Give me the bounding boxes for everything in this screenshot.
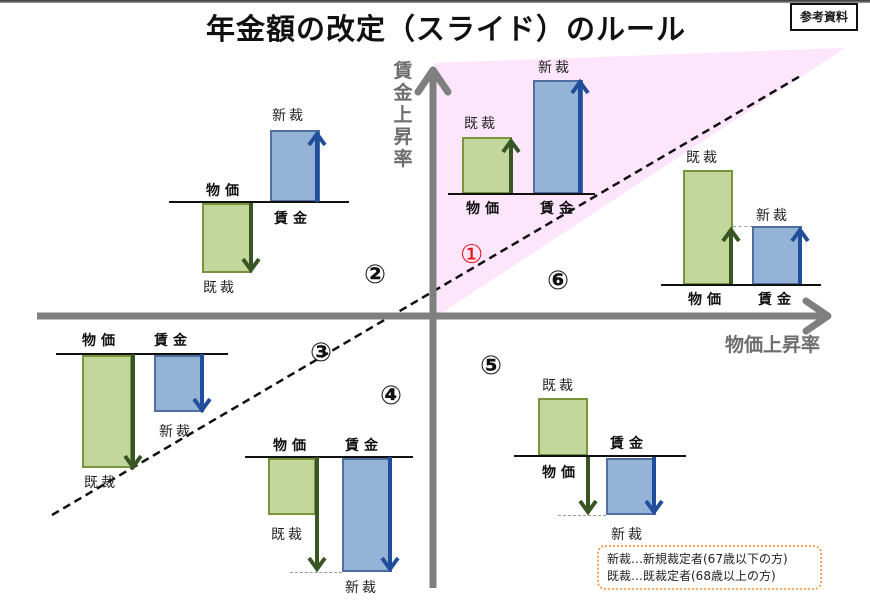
region-6-label: ⑥ [547,266,570,296]
baseline [245,456,413,458]
y-axis-label: 賃金上昇率 [393,60,413,170]
legend-box: 新裁…新規裁定者(67歳以下の方) 既裁…既裁定者(68歳以上の方) [597,545,822,590]
y-axis-arrowhead-icon [414,66,452,96]
price-label: 物価 [82,333,120,349]
price-bar [202,203,252,273]
reference-material-badge: 参考資料 [790,3,858,31]
reference-dashed-line [733,226,753,227]
new-label: 新裁 [538,60,572,76]
wage-bar [752,226,802,285]
price-bar [538,398,588,456]
legend-existing-definition: 既裁…既裁定者(68歳以上の方) [607,569,776,583]
price-label: 物価 [273,438,311,454]
wage-label: 賃金 [610,436,648,452]
wage-label: 賃金 [154,333,192,349]
existing-label: 既裁 [686,150,720,166]
existing-label: 既裁 [542,378,576,394]
baseline [514,455,686,457]
price-bar [268,458,316,515]
baseline [661,284,821,286]
existing-label: 既裁 [271,527,305,543]
existing-label: 既裁 [203,280,237,296]
baseline [56,353,228,355]
region-3-label: ③ [310,338,333,368]
x-axis-arrowhead-icon [802,297,832,335]
wage-label: 賃金 [758,292,796,308]
new-label: 新裁 [272,108,306,124]
wage-bar [154,355,204,412]
new-label: 新裁 [611,527,645,543]
reference-dashed-line [558,515,606,516]
new-label: 新裁 [159,424,193,440]
existing-label: 既裁 [84,475,118,491]
existing-label: 既裁 [464,116,498,132]
price-bar [82,355,132,468]
wage-label: 賃金 [540,201,578,217]
price-label: 物価 [688,292,726,308]
window-top-border [0,0,870,3]
wage-bar [270,130,320,202]
wage-label: 賃金 [345,438,383,454]
reference-dashed-line [290,572,342,573]
wage-bar [533,80,583,194]
new-label: 新裁 [756,208,790,224]
wage-label: 賃金 [274,211,312,227]
wage-bar [606,458,656,515]
price-label: 物価 [542,465,580,481]
baseline [448,193,595,195]
price-label: 物価 [206,183,244,199]
x-axis-label: 物価上昇率 [725,334,821,356]
new-label: 新裁 [345,580,379,596]
price-bar [683,170,733,285]
region-1-label: ① [460,240,484,270]
region-4-label: ④ [380,381,403,411]
diagonal-dashed-line [51,73,803,517]
legend-new-definition: 新裁…新規裁定者(67歳以下の方) [607,552,788,566]
wage-bar [342,458,392,572]
region-2-label: ② [364,260,387,290]
baseline [169,201,349,203]
region-5-label: ⑤ [480,351,503,381]
price-bar [462,137,512,194]
page-title: 年金額の改定（スライド）のルール [206,12,687,46]
price-label: 物価 [466,201,504,217]
